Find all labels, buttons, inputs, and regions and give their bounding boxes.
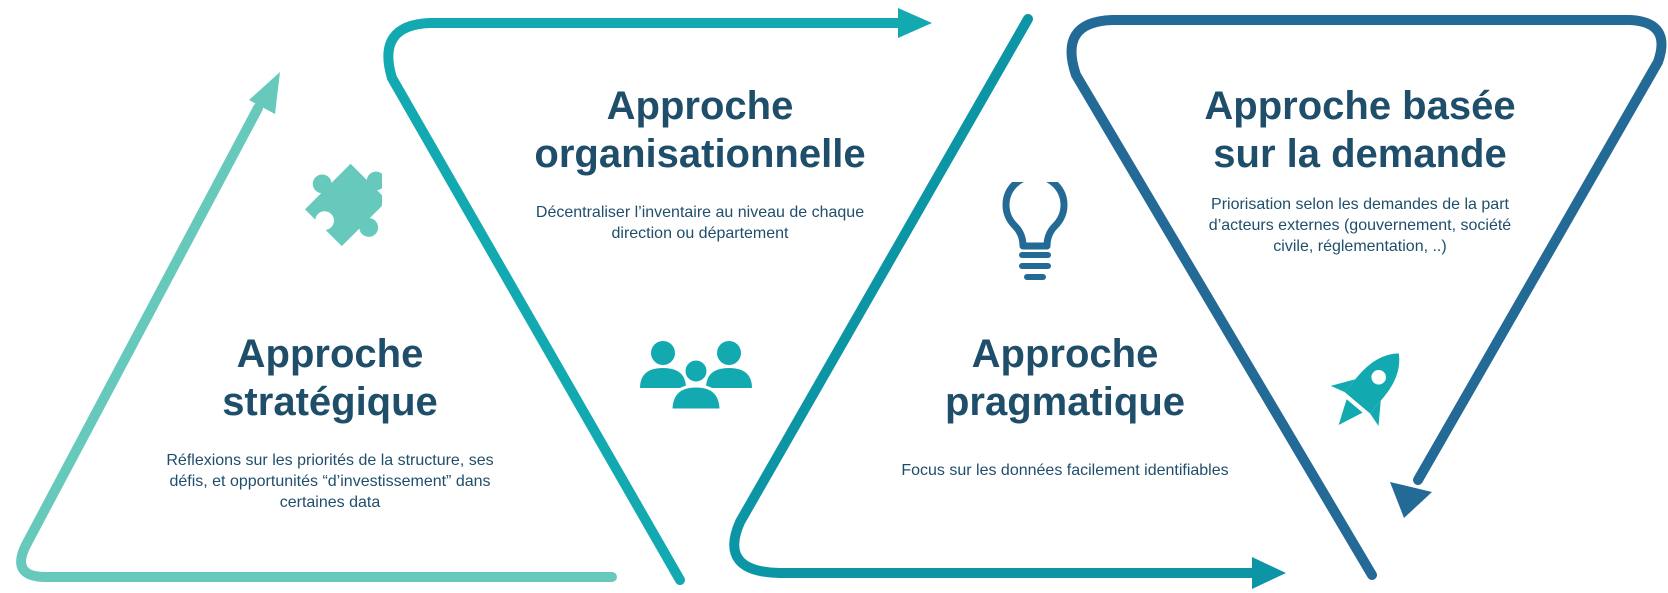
rocket-icon [1316, 338, 1420, 442]
title-organisational: Approche organisationnelle [534, 84, 866, 176]
puzzle-icon [278, 150, 388, 254]
desc-pragmatic: Focus sur les données facilement identif… [901, 462, 1229, 479]
desc-strategic: Réflexions sur les priorités de la struc… [166, 452, 494, 511]
title-pragmatic: Approche pragmatique [944, 332, 1186, 424]
arrow-organisational [383, 8, 932, 585]
desc-organisational: Décentraliser l’inventaire au niveau de … [535, 204, 865, 242]
lightbulb-icon [1000, 172, 1070, 288]
title-strategic: Approche stratégique [222, 332, 438, 424]
title-demand: Approche basée sur la demande [1204, 84, 1516, 176]
desc-demand: Priorisation selon les demandes de la pa… [1208, 196, 1512, 255]
arrow-strategic [16, 72, 617, 582]
arrow-pragmatic [729, 14, 1286, 589]
people-icon [638, 338, 754, 412]
arrow-demand [1066, 15, 1667, 580]
